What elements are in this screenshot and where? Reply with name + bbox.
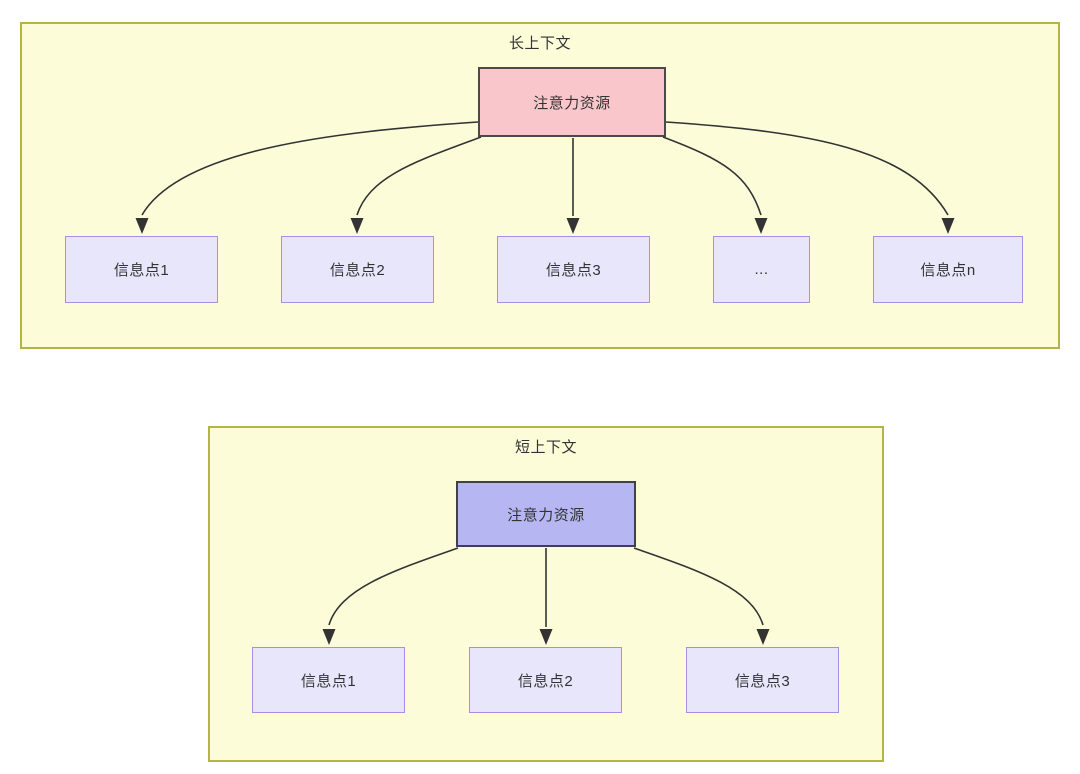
node-attention-resource-long-label: 注意力资源 <box>533 94 611 112</box>
node-info-point-ellipsis-long-label: ... <box>754 261 769 278</box>
node-info-point-2-long[interactable]: 信息点2 <box>281 236 434 303</box>
node-info-point-1-short[interactable]: 信息点1 <box>252 647 405 713</box>
panel-long-context-title: 长上下文 <box>508 35 571 52</box>
node-info-point-3-short[interactable]: 信息点3 <box>686 647 839 713</box>
node-info-point-3-long-label: 信息点3 <box>545 262 602 279</box>
node-info-point-ellipsis-long[interactable]: ... <box>713 236 810 303</box>
node-info-point-3-long[interactable]: 信息点3 <box>497 236 650 303</box>
node-info-point-n-long[interactable]: 信息点n <box>873 236 1023 303</box>
node-attention-resource-long[interactable]: 注意力资源 <box>478 67 666 137</box>
panel-short-context-title: 短上下文 <box>514 439 577 456</box>
node-info-point-n-long-label: 信息点n <box>920 262 976 279</box>
node-info-point-1-short-label: 信息点1 <box>300 672 357 690</box>
node-info-point-3-short-label: 信息点3 <box>734 672 791 690</box>
node-info-point-1-long-label: 信息点1 <box>113 262 170 279</box>
node-info-point-2-short-label: 信息点2 <box>517 672 574 690</box>
node-info-point-2-long-label: 信息点2 <box>329 262 386 279</box>
node-attention-resource-short-label: 注意力资源 <box>507 506 585 524</box>
node-info-point-2-short[interactable]: 信息点2 <box>469 647 622 713</box>
node-info-point-1-long[interactable]: 信息点1 <box>65 236 218 303</box>
node-attention-resource-short[interactable]: 注意力资源 <box>456 481 636 547</box>
